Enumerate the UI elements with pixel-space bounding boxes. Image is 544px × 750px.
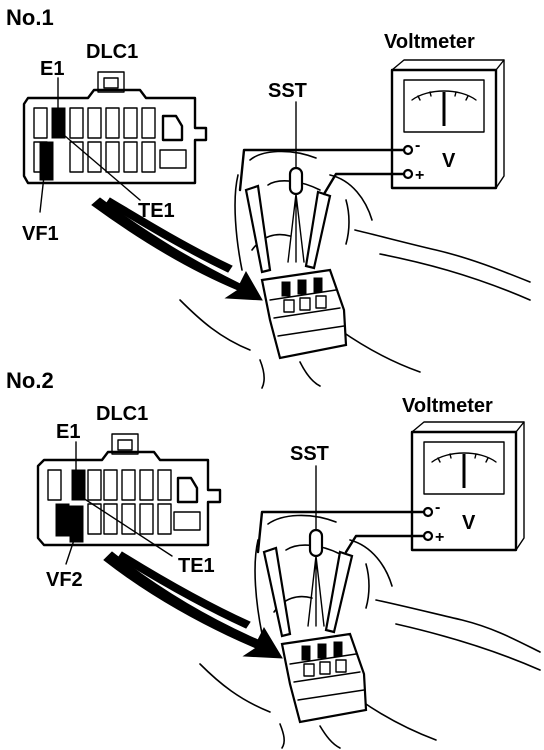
check-connector bbox=[280, 632, 368, 724]
test-leads bbox=[238, 148, 406, 196]
terminal-label-e1: E1 bbox=[40, 58, 64, 80]
plus-sign: + bbox=[415, 167, 424, 184]
terminal-vf1-pin bbox=[39, 141, 54, 181]
lead-negative bbox=[238, 148, 406, 192]
terminal-plus bbox=[402, 168, 414, 180]
sst-probe-center bbox=[308, 528, 324, 558]
sst-label: SST bbox=[268, 80, 307, 102]
test-leads bbox=[256, 510, 426, 554]
probe-left bbox=[244, 184, 272, 274]
voltmeter-title: Voltmeter bbox=[384, 31, 475, 53]
sst-probe-center bbox=[288, 166, 304, 196]
connector-outline bbox=[36, 450, 222, 547]
connector-latch bbox=[97, 71, 125, 93]
voltmeter-unit: V bbox=[462, 512, 476, 534]
lead-positive bbox=[344, 534, 426, 554]
connector-latch bbox=[111, 433, 139, 455]
vf1-leader bbox=[39, 175, 45, 213]
te1-leader bbox=[79, 495, 173, 557]
check-connector bbox=[260, 268, 348, 360]
probe-right bbox=[304, 190, 332, 270]
minus-sign: - bbox=[435, 499, 440, 516]
sst-label: SST bbox=[290, 443, 329, 465]
panel-heading: No.1 bbox=[6, 5, 54, 30]
terminal-label-vf1: VF1 bbox=[22, 223, 59, 245]
terminal-cavities bbox=[33, 107, 187, 181]
dlc1-connector: DLC1 E1 bbox=[36, 403, 222, 591]
terminal-plus bbox=[422, 530, 434, 542]
connector-latch-slot bbox=[103, 77, 119, 89]
terminal-label-te1: TE1 bbox=[178, 555, 215, 577]
pointer-arrow bbox=[103, 551, 283, 659]
panel-no1: No.1 DLC1 E1 bbox=[6, 5, 531, 389]
terminal-label-te1: TE1 bbox=[138, 200, 175, 222]
dlc1-connector: DLC1 E1 bbox=[22, 41, 208, 245]
panel-no2: No.2 DLC1 E1 bbox=[6, 368, 541, 749]
vf2-leader bbox=[65, 539, 75, 565]
probe-right bbox=[324, 550, 354, 634]
terminal-label-e1: E1 bbox=[56, 421, 80, 443]
voltmeter-dial bbox=[423, 441, 505, 495]
plus-sign: + bbox=[435, 529, 444, 546]
lead-negative bbox=[256, 510, 426, 554]
voltmeter-unit: V bbox=[442, 150, 456, 172]
lead-positive bbox=[322, 172, 406, 196]
connector-label: DLC1 bbox=[96, 403, 148, 425]
voltmeter: Voltmeter - + V bbox=[402, 395, 525, 552]
terminal-label-vf2: VF2 bbox=[46, 569, 83, 591]
hand-illustration bbox=[179, 150, 531, 389]
sst-probes: SST bbox=[262, 443, 354, 638]
sst-probes: SST bbox=[244, 80, 332, 274]
panel-heading: No.2 bbox=[6, 368, 54, 393]
terminal-e1-pin bbox=[55, 503, 70, 537]
terminal-minus bbox=[422, 506, 434, 518]
voltmeter: Voltmeter - + V bbox=[384, 31, 505, 190]
connector-outline bbox=[22, 88, 208, 185]
terminal-cavities bbox=[47, 469, 201, 543]
pointer-arrow bbox=[91, 197, 263, 301]
terminal-vf2-pin bbox=[69, 505, 84, 543]
voltmeter-dial bbox=[403, 79, 485, 133]
connector-label: DLC1 bbox=[86, 41, 138, 63]
te1-leader bbox=[57, 129, 141, 201]
minus-sign: - bbox=[415, 137, 420, 154]
probe-left bbox=[262, 546, 292, 638]
connector-latch-slot bbox=[117, 439, 133, 451]
voltmeter-title: Voltmeter bbox=[402, 395, 493, 417]
